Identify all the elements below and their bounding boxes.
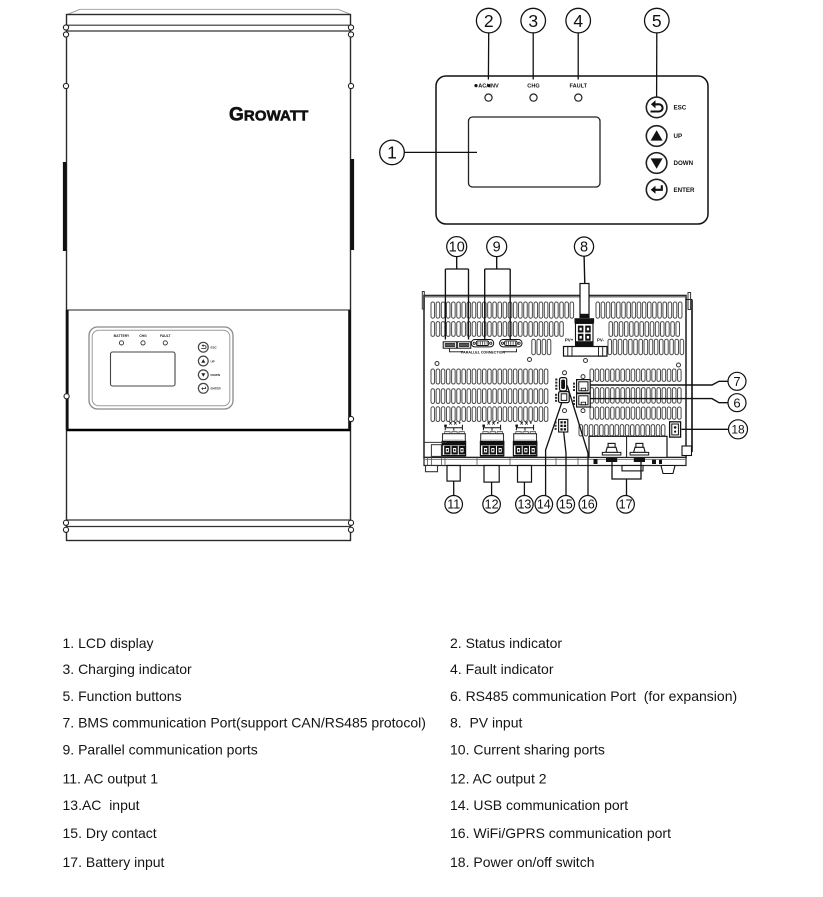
svg-text:2: 2 (484, 11, 494, 31)
svg-text:11: 11 (447, 498, 460, 512)
svg-text:16: 16 (581, 498, 595, 512)
svg-text:1. LCD display: 1. LCD display (63, 635, 154, 651)
svg-text:18. Power on/off switch: 18. Power on/off switch (450, 854, 594, 870)
svg-text:9: 9 (493, 240, 501, 256)
svg-text:11. AC output 1: 11. AC output 1 (63, 770, 159, 786)
svg-text:3. Charging indicator: 3. Charging indicator (63, 661, 193, 677)
svg-text:10. Current sharing ports: 10. Current sharing ports (450, 741, 605, 757)
svg-text:5. Function buttons: 5. Function buttons (63, 688, 182, 704)
svg-text:9. Parallel communication port: 9. Parallel communication ports (63, 741, 258, 757)
svg-text:6. RS485 communication Port (: 6. RS485 communication Port (for expansi… (450, 688, 737, 704)
svg-text:14. USB communication port: 14. USB communication port (450, 797, 628, 813)
svg-text:ENTER: ENTER (674, 187, 696, 194)
svg-text:UP: UP (674, 133, 683, 140)
svg-text:13.AC input: 13.AC input (63, 797, 140, 813)
svg-text:PV+: PV+ (565, 337, 574, 342)
svg-text:BATTERY: BATTERY (114, 334, 130, 338)
svg-text:14: 14 (537, 498, 551, 512)
svg-text:ENTER: ENTER (211, 387, 222, 391)
svg-text:17. Battery input: 17. Battery input (63, 854, 165, 870)
svg-text:PV-: PV- (597, 337, 605, 342)
svg-text:UP: UP (211, 359, 215, 363)
svg-text:1: 1 (387, 143, 397, 163)
svg-text:GROWATT: GROWATT (229, 105, 308, 126)
svg-text:12: 12 (485, 498, 499, 512)
svg-text:8. PV input: 8. PV input (450, 715, 522, 731)
svg-text:CHG: CHG (139, 334, 147, 338)
svg-text:6: 6 (733, 395, 740, 410)
svg-text:7. BMS communication Port(supp: 7. BMS communication Port(support CAN/RS… (63, 715, 426, 731)
svg-text:CHG: CHG (527, 84, 539, 90)
svg-text:15. Dry contact: 15. Dry contact (63, 825, 157, 841)
svg-text:FAULT: FAULT (569, 84, 587, 90)
svg-text:17: 17 (619, 498, 633, 512)
svg-text:4. Fault indicator: 4. Fault indicator (450, 661, 554, 677)
svg-text:12. AC output 2: 12. AC output 2 (450, 770, 547, 786)
svg-text:8: 8 (580, 240, 588, 256)
svg-text:2. Status indicator: 2. Status indicator (450, 635, 562, 651)
svg-text:ESC: ESC (674, 105, 687, 112)
svg-text:ESC: ESC (211, 346, 218, 350)
svg-text:10: 10 (449, 240, 465, 256)
svg-text:18: 18 (731, 423, 745, 437)
svg-text:DOWN: DOWN (674, 160, 694, 167)
svg-text:16. WiFi/GPRS communication po: 16. WiFi/GPRS communication port (450, 825, 671, 841)
svg-text:DOWN: DOWN (211, 373, 221, 377)
svg-text:15: 15 (559, 498, 573, 512)
svg-text:FAULT: FAULT (160, 334, 172, 338)
svg-text:7: 7 (733, 374, 740, 389)
svg-text:5: 5 (652, 11, 662, 31)
svg-text:3: 3 (528, 11, 538, 31)
svg-text:4: 4 (573, 11, 583, 31)
svg-text:13: 13 (517, 498, 531, 512)
svg-text:PARALLEL CONNECTION: PARALLEL CONNECTION (461, 351, 505, 355)
